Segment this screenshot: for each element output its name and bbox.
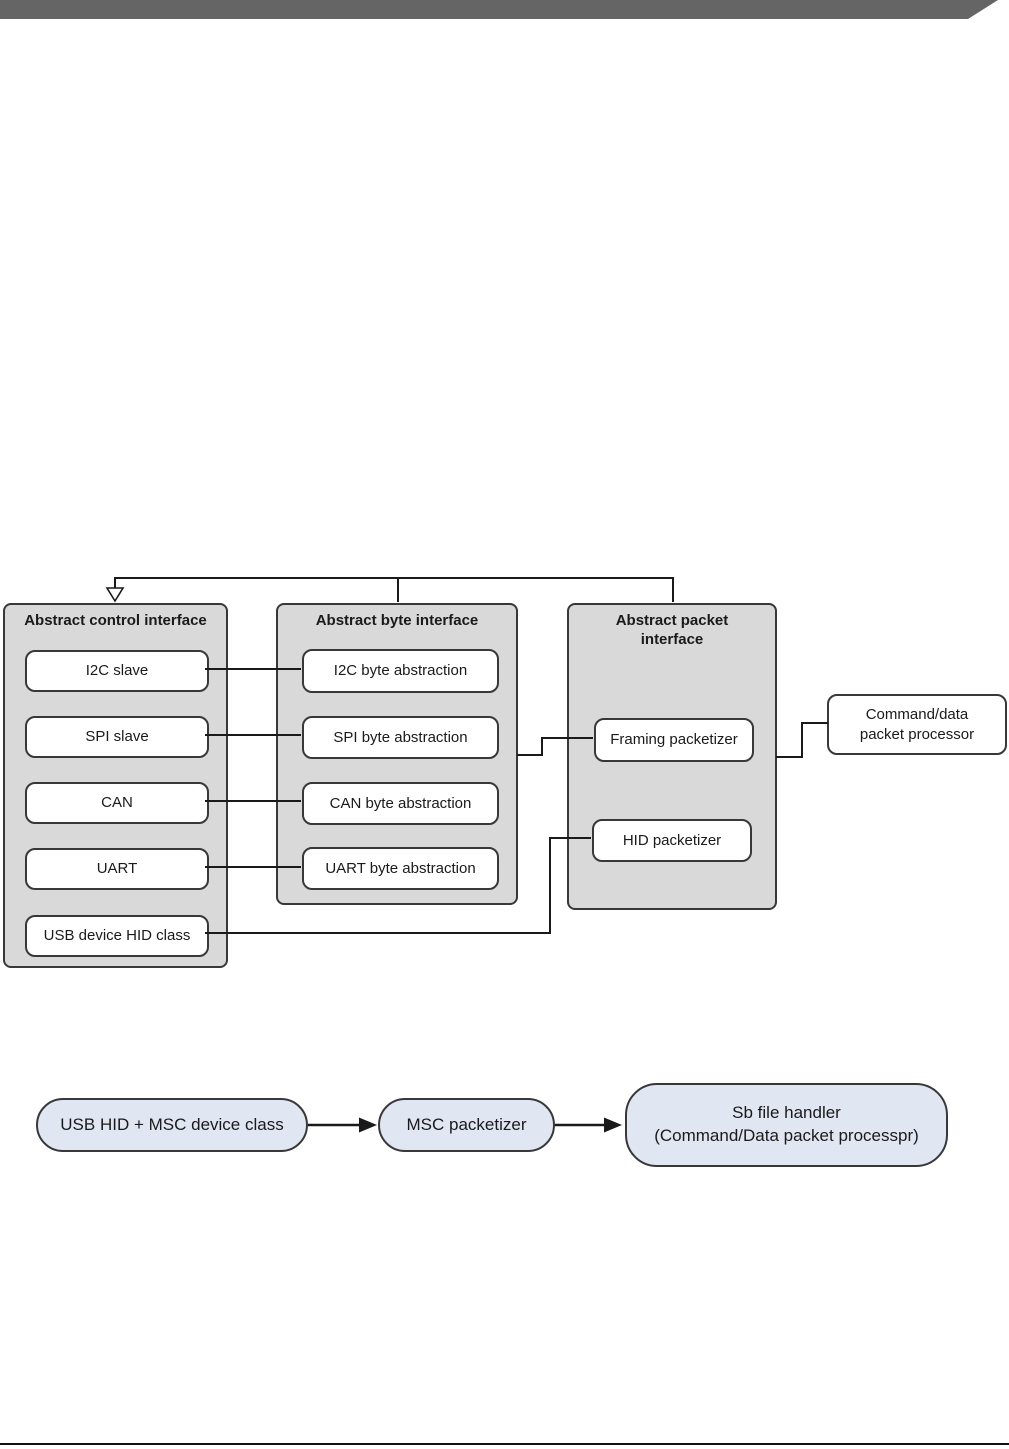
solid-arrowhead-icon (604, 1117, 622, 1133)
flow-node-msc-packetizer: MSC packetizer (378, 1098, 555, 1152)
node-hid-packetizer: HID packetizer (592, 819, 752, 862)
bottom-rule (0, 1443, 1009, 1445)
node-label: Framing packetizer (610, 731, 738, 749)
flow-arrow-2 (555, 1117, 622, 1133)
node-usb-device-hid-class: USB device HID class (25, 915, 209, 957)
node-label: SPI byte abstraction (333, 728, 468, 746)
node-label: CAN byte abstraction (329, 794, 472, 812)
flow-node-sb-file-handler: Sb file handler (Command/Data packet pro… (625, 1083, 948, 1167)
node-i2c-slave: I2C slave (25, 650, 209, 692)
flow-node-usb-hid-msc-device-class: USB HID + MSC device class (36, 1098, 308, 1152)
node-label: USB device HID class (43, 927, 191, 945)
flow-arrow-1 (308, 1117, 377, 1133)
node-label: I2C slave (85, 662, 149, 680)
node-i2c-byte-abstraction: I2C byte abstraction (302, 649, 499, 693)
node-label: SPI slave (85, 728, 149, 746)
connector-packet-to-processor (776, 722, 828, 758)
connector-generalization (114, 577, 674, 602)
node-spi-slave: SPI slave (25, 716, 209, 758)
node-label: HID packetizer (622, 831, 722, 849)
node-label: I2C byte abstraction (333, 662, 468, 680)
node-label: UART byte abstraction (325, 859, 476, 877)
node-framing-packetizer: Framing packetizer (594, 718, 754, 762)
node-label: CAN (101, 794, 133, 812)
node-can: CAN (25, 782, 209, 824)
node-command-data-packet-processor: Command/data packet processor (827, 694, 1007, 755)
flow-node-label-line1: Sb file handler (732, 1103, 841, 1123)
solid-arrowhead-icon (359, 1117, 377, 1133)
panel-title: Abstract packet interface (569, 612, 775, 650)
panel-title: Abstract byte interface (315, 612, 479, 629)
panel-abstract-control-interface: Abstract control interface I2C slave SPI… (3, 603, 228, 968)
hollow-arrowhead-icon (105, 587, 125, 603)
panel-abstract-packet-interface: Abstract packet interface Framing packet… (567, 603, 777, 910)
node-uart: UART (25, 848, 209, 890)
panel-abstract-byte-interface: Abstract byte interface I2C byte abstrac… (276, 603, 518, 905)
node-label: UART (96, 860, 138, 878)
node-label-line2: packet processor (859, 725, 975, 743)
flow-node-label: MSC packetizer (406, 1114, 527, 1134)
panel-title: Abstract control interface (24, 612, 207, 629)
node-spi-byte-abstraction: SPI byte abstraction (302, 716, 499, 759)
flow-node-label-line2: (Command/Data packet processpr) (654, 1126, 919, 1145)
panel-title-line2: interface (640, 630, 704, 648)
panel-title-line1: Abstract packet (615, 612, 729, 629)
node-can-byte-abstraction: CAN byte abstraction (302, 782, 499, 825)
header-banner (0, 0, 998, 19)
node-label-line1: Command/data (865, 706, 969, 723)
flow-node-label: USB HID + MSC device class (60, 1114, 284, 1134)
node-uart-byte-abstraction: UART byte abstraction (302, 847, 499, 890)
